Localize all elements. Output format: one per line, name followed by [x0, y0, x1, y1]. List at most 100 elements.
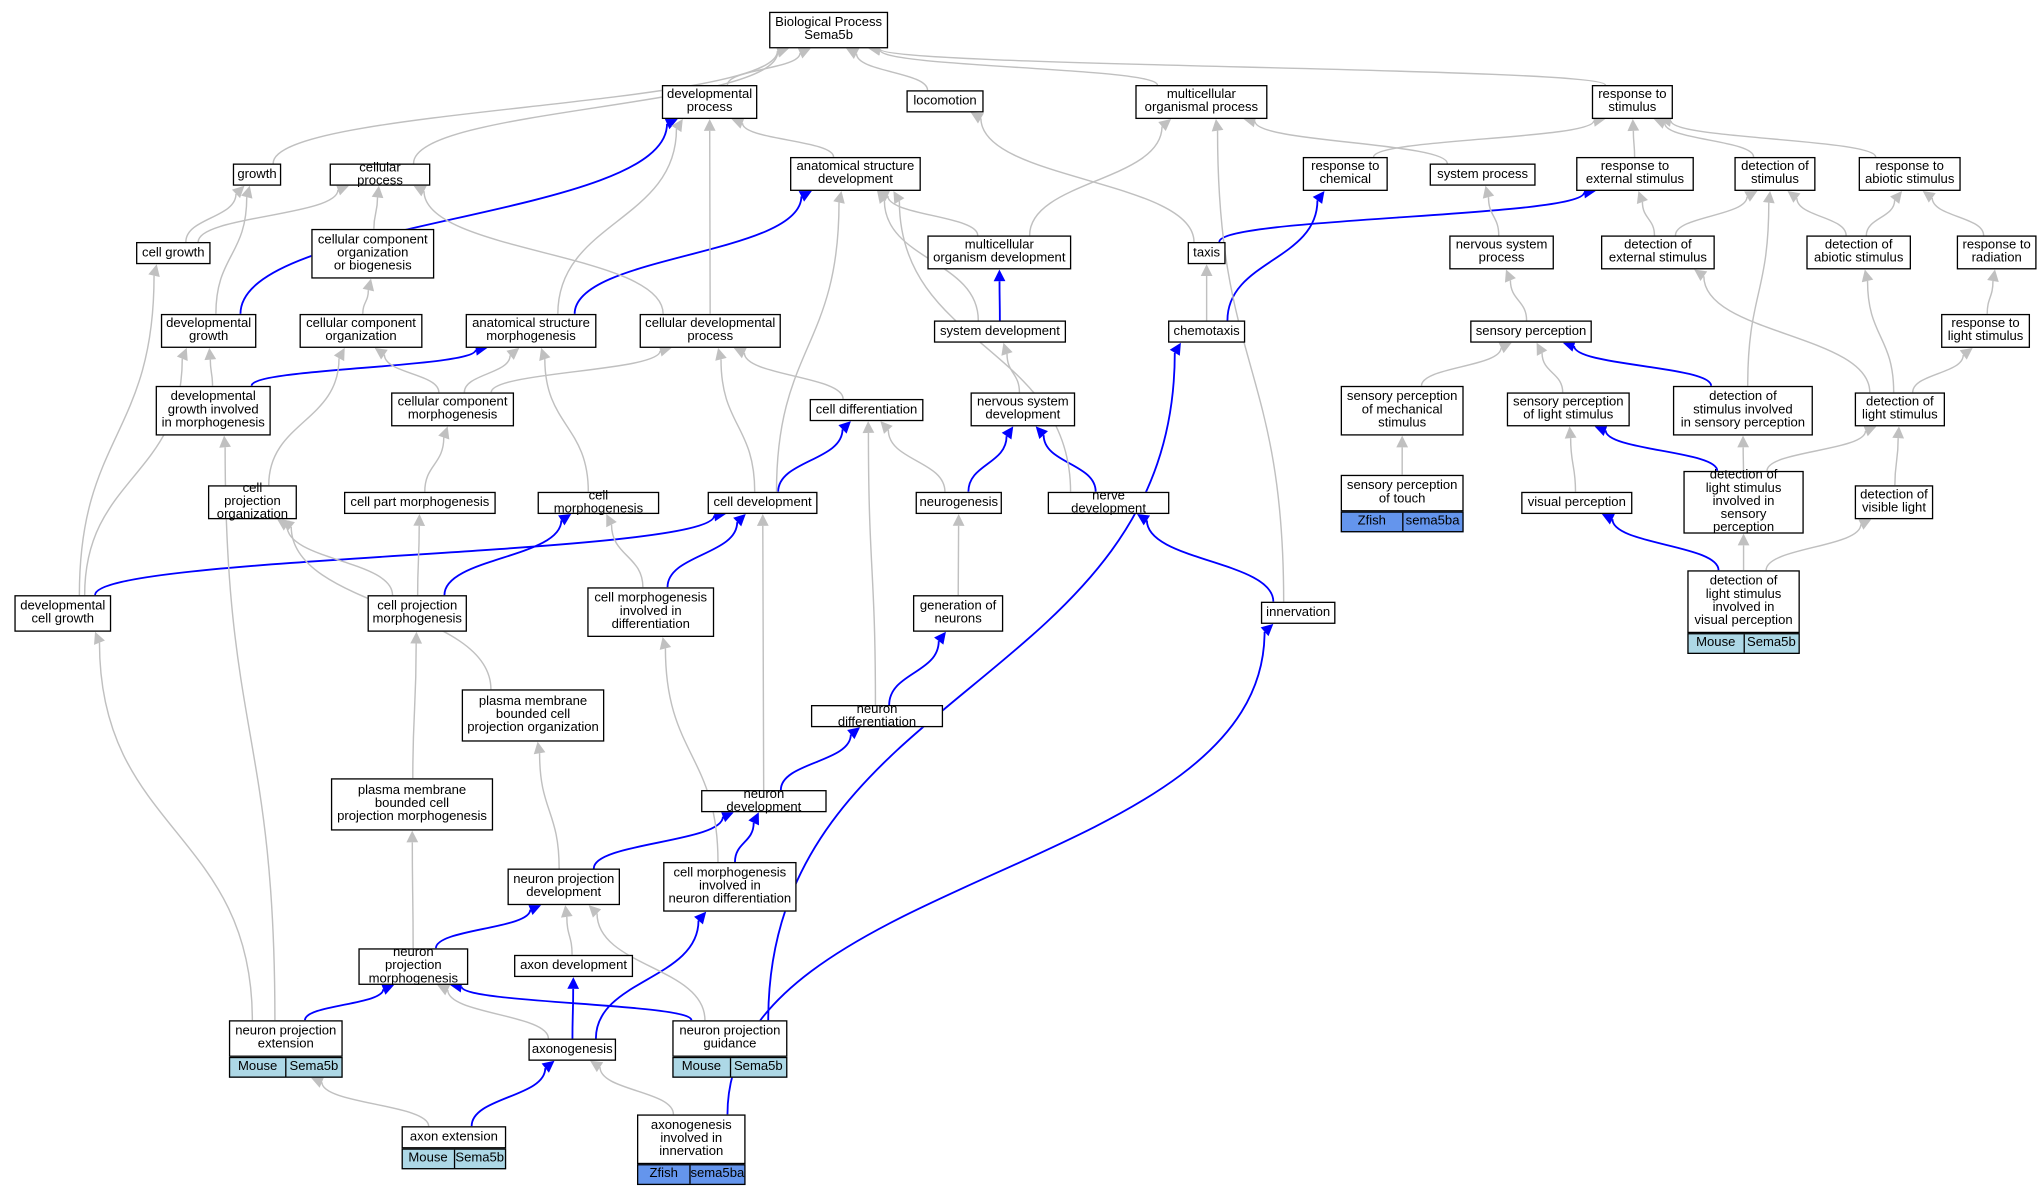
go-term-pm-morph: plasma membrane bounded cell projection … — [330, 778, 494, 831]
edge-det_stim-to-resp_stim — [1664, 122, 1755, 158]
go-term-resp-rad: response to radiation — [1956, 235, 2037, 270]
annotation-gene: Sema5b — [285, 1058, 341, 1077]
arrowhead — [1762, 190, 1775, 204]
edge-neuron_dev-to-neuron_diff — [779, 734, 852, 791]
arrowhead — [1169, 342, 1181, 356]
edge-dev_growth_morph-to-dev_growth — [209, 359, 214, 386]
arrowhead — [1890, 190, 1903, 204]
edge-anat_dev-to-dev_process — [741, 122, 835, 158]
arrowhead — [335, 184, 349, 196]
annotation-species: Zfish — [649, 1166, 678, 1182]
go-term-axono-innerv: axonogenesis involved in innervation — [636, 1114, 746, 1165]
annotation-gene: sema5ba — [689, 1165, 744, 1184]
arrowhead — [1211, 119, 1224, 132]
go-term-np-ext: neuron projection extension — [228, 1020, 343, 1057]
edge-np_guid-to-np_morph — [460, 985, 693, 1022]
go-term-sys-dev: system development — [933, 320, 1067, 343]
go-term-np-dev: neuron projection development — [507, 868, 620, 906]
arrowhead — [1562, 340, 1576, 352]
annotation-species: Mouse — [681, 1059, 722, 1074]
go-term-resp-light: response to light stimulus — [1941, 313, 2031, 348]
edge-dev_growth_morph-to-anat_morph — [250, 349, 477, 387]
annotation-species: Zfish — [1357, 514, 1386, 529]
edge-cc_morph-to-cc_org — [383, 354, 440, 393]
edge-cell_morph_diff-to-cell_dev — [666, 522, 739, 588]
arrowhead — [1396, 435, 1409, 448]
go-term-cc-morph: cellular component morphogenesis — [391, 392, 515, 427]
arrowhead — [413, 514, 426, 526]
arrowhead — [148, 264, 160, 278]
edge-cell_growth-to-cell_process — [197, 189, 339, 243]
edge-ns_process-to-sys_process — [1487, 197, 1500, 236]
arrowhead — [231, 185, 245, 199]
arrowhead — [606, 514, 617, 528]
arrowhead — [282, 519, 295, 532]
edge-cp_morph-to-cp_org — [286, 525, 394, 596]
arrowhead — [1260, 623, 1274, 637]
arrowhead — [703, 119, 716, 131]
arrowhead — [1636, 190, 1648, 205]
arrowhead — [506, 347, 520, 360]
annotation-gene: Sema5b — [1742, 634, 1799, 653]
arrowhead — [748, 812, 759, 826]
arrowhead — [893, 190, 905, 205]
edge-resp_light-to-resp_rad — [1986, 281, 1994, 314]
go-term-neuron-diff: neuron differentiation — [810, 702, 944, 729]
go-term-det-light: detection of light stimulus — [1854, 392, 1945, 427]
arrowhead — [333, 347, 345, 362]
go-term-ns-dev: nervous system development — [970, 392, 1076, 427]
edge-cell_diff-to-cell_dev_proc — [743, 352, 844, 400]
go-term-neuron-dev: neuron development — [701, 787, 827, 814]
edge-det_ext-to-det_stim — [1674, 196, 1748, 236]
arrowhead — [1892, 426, 1905, 439]
edge-det_stim_sens-to-sens_perc — [1573, 345, 1713, 387]
edge-dev_cell_growth-to-cell_dev — [94, 515, 716, 596]
go-term-innervation: innervation — [1260, 601, 1336, 624]
arrowhead — [362, 278, 375, 292]
edge-axon_dev-to-np_dev — [566, 916, 573, 955]
arrowhead — [1737, 435, 1750, 448]
arrowhead — [775, 46, 789, 58]
arrowhead — [797, 47, 811, 59]
arrowhead — [1601, 513, 1615, 525]
go-term-pm-org: plasma membrane bounded cell projection … — [461, 689, 605, 742]
edge-cp_morph-to-cell_morph — [443, 520, 563, 596]
arrowhead — [1594, 424, 1608, 436]
go-term-resp-stim: response to stimulus — [1591, 85, 1673, 120]
edge-np_guid-to-np_dev — [596, 913, 706, 1021]
edge-det_abiotic-to-resp_abiotic — [1865, 200, 1896, 236]
arrowhead — [731, 117, 745, 129]
arrowhead — [1312, 190, 1325, 204]
edge-sp_light-to-sens_perc — [1541, 353, 1564, 393]
go-term-det-abiotic: detection of abiotic stimulus — [1806, 235, 1911, 270]
go-term-np-morph: neuron projection morphogenesis — [358, 946, 469, 986]
edge-det_light-to-det_ext — [1703, 276, 1871, 393]
go-term-cell-process: cellular process — [329, 161, 431, 187]
go-term-resp-ext: response to external stimulus — [1576, 156, 1694, 191]
go-term-det-stim-sens: detection of stimulus involved in sensor… — [1672, 385, 1813, 436]
arrowhead — [671, 119, 683, 133]
go-term-det-light-sens: detection of light stimulus involved in … — [1683, 469, 1804, 534]
arrowhead — [539, 347, 551, 361]
edge-axonogenesis-to-cell_morph_nd — [594, 920, 700, 1039]
edge-np_ext-to-dev_growth_morph — [224, 447, 276, 1021]
arrowhead — [1504, 269, 1516, 283]
arrowhead — [1001, 342, 1013, 356]
go-term-anat-morph: anatomical structure morphogenesis — [465, 313, 597, 348]
edge-resp_stim-to-root — [879, 48, 1607, 86]
go-term-cp-org: cell projection organization — [207, 482, 297, 521]
arrowhead — [846, 48, 860, 60]
edge-growth-to-root — [272, 50, 779, 164]
go-term-sp-mech: sensory perception of mechanical stimulu… — [1340, 385, 1464, 436]
go-term-axon-ext: axon extension — [401, 1126, 507, 1149]
go-term-dev-process: developmental process — [661, 85, 758, 120]
arrowhead — [862, 421, 875, 434]
edge-resp_abiotic-to-resp_stim — [1670, 120, 1877, 158]
annotation-species: Mouse — [1696, 635, 1736, 651]
go-term-cell-morph-diff: cell morphogenesis involved in different… — [587, 587, 715, 637]
arrowhead — [176, 347, 188, 362]
edge-multi_org_dev-to-anat_dev — [887, 195, 979, 236]
arrowhead — [664, 118, 678, 130]
